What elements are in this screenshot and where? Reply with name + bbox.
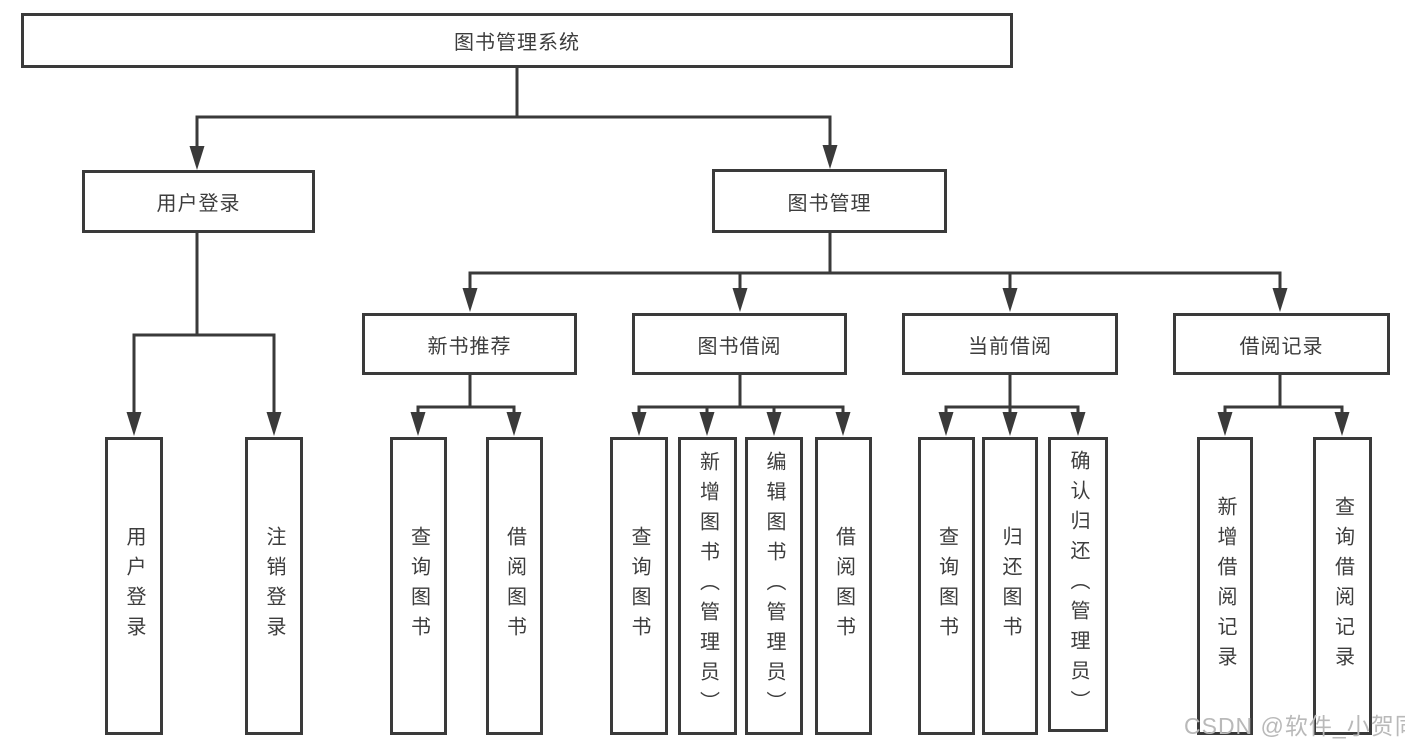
node-root-system: 图书管理系统 [21, 13, 1013, 68]
leaf-query-borrow-record: 查询借阅记录 [1313, 437, 1372, 735]
node-label: 当前借阅 [968, 335, 1052, 358]
node-label: 注销登录 [263, 526, 285, 646]
node-label: 查询借阅记录 [1331, 496, 1354, 676]
leaf-borrow-books: 借阅图书 [815, 437, 872, 735]
node-label: 图书借阅 [697, 335, 782, 358]
node-label: 借阅记录 [1239, 335, 1324, 358]
node-label: 新增借阅记录 [1214, 496, 1236, 676]
leaf-logout: 注销登录 [245, 437, 303, 735]
node-label: 确认归还（管理员） [1067, 449, 1089, 720]
node-book-management-module: 图书管理 [712, 169, 947, 233]
node-user-login-module: 用户登录 [82, 170, 315, 233]
node-label: 图书管理系统 [454, 32, 580, 54]
leaf-query-books-recommend: 查询图书 [390, 437, 447, 735]
leaf-borrow-books-recommend: 借阅图书 [486, 437, 543, 735]
node-book-borrowing: 图书借阅 [632, 313, 847, 375]
node-label: 图书管理 [787, 192, 872, 215]
node-label: 用户登录 [156, 193, 241, 215]
leaf-return-books: 归还图书 [982, 437, 1038, 735]
node-label: 新书推荐 [427, 335, 512, 358]
node-label: 新增图书（管理员） [696, 451, 719, 721]
node-label: 查询图书 [628, 526, 650, 646]
leaf-add-books-admin: 新增图书（管理员） [678, 437, 737, 735]
node-label: 查询图书 [935, 526, 958, 646]
csdn-watermark: CSDN @软件_小贺同学 [1184, 713, 1405, 739]
node-new-book-recommend: 新书推荐 [362, 313, 577, 375]
node-label: 查询图书 [407, 526, 430, 646]
leaf-user-login: 用户登录 [105, 437, 163, 735]
node-label: 归还图书 [999, 526, 1021, 646]
leaf-query-books-current: 查询图书 [918, 437, 975, 735]
node-label: 编辑图书（管理员） [763, 451, 785, 721]
node-label: 借阅图书 [832, 526, 855, 646]
leaf-confirm-return-admin: 确认归还（管理员） [1048, 437, 1108, 732]
leaf-query-books-borrow: 查询图书 [610, 437, 668, 735]
leaf-edit-books-admin: 编辑图书（管理员） [745, 437, 803, 735]
node-borrowing-records: 借阅记录 [1173, 313, 1390, 375]
node-label: 借阅图书 [503, 526, 526, 646]
leaf-add-borrow-record: 新增借阅记录 [1197, 437, 1253, 735]
node-current-borrowing: 当前借阅 [902, 313, 1118, 375]
node-label: 用户登录 [123, 526, 145, 646]
